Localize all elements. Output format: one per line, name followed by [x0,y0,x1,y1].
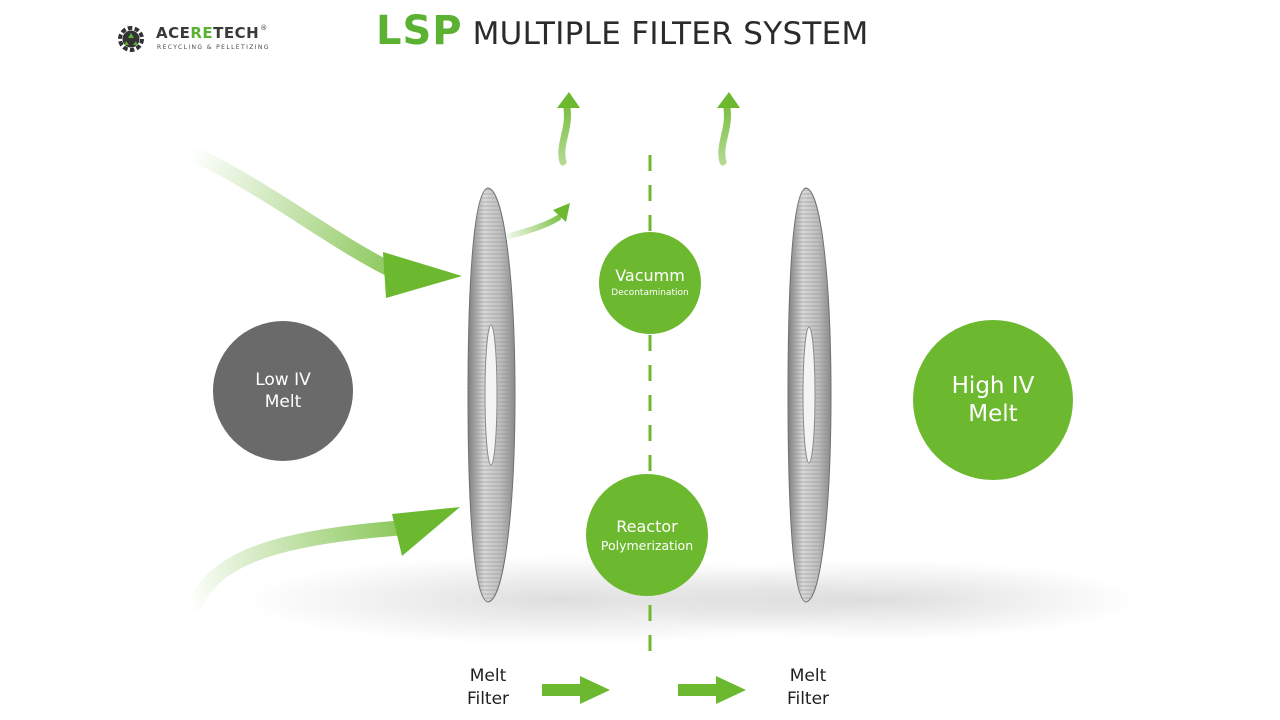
logo-wordmark: ACERETECH® [156,24,268,42]
melt-filter-right-line1: Melt [789,666,827,686]
reactor-line2: Polymerization [600,537,694,553]
melt-filter-label-right: Melt Filter [768,665,848,711]
logo-brand-mid: RE [190,24,214,42]
logo-tagline: RECYCLING & PELLETIZING [157,44,270,51]
title-text: MULTIPLE FILTER SYSTEM [472,16,869,52]
filter-disc-right [787,187,832,603]
high-iv-line1: High IV [951,373,1035,399]
vent-arrow-small [507,203,570,239]
filter-disc-left [467,187,516,603]
low-iv-line1: Low IV [255,370,311,390]
logo-brand-right: TECH [213,24,260,42]
flow-arrow-bottom-right [678,676,746,704]
inflow-arrow-bottom [187,507,460,613]
low-iv-melt-node: Low IV Melt [213,321,353,461]
flow-arrow-bottom-left [542,676,610,704]
company-logo: ACERETECH® RECYCLING & PELLETIZING [116,22,286,56]
exhaust-arrow-right [717,92,740,166]
vacuum-node: Vacumm Decontamination [599,232,701,334]
gear-recycle-icon [118,26,144,52]
melt-filter-label-left: Melt Filter [448,665,528,711]
reactor-node: Reactor Polymerization [586,474,708,596]
vacuum-line2: Decontamination [611,288,689,298]
high-iv-line2: Melt [968,401,1018,427]
melt-filter-right-line2: Filter [786,689,830,709]
floor-shadow-right [620,560,1140,640]
exhaust-arrow-left [557,92,580,166]
low-iv-line2: Melt [264,392,302,412]
inflow-arrow-top [182,144,462,298]
high-iv-melt-node: High IV Melt [913,320,1073,480]
vacuum-line1: Vacumm [615,266,685,285]
logo-brand-left: ACE [156,24,191,42]
reactor-line1: Reactor [616,516,678,536]
logo-registered-mark: ® [260,24,268,32]
title-highlight: LSP [376,8,463,54]
melt-filter-left-line2: Filter [466,689,510,709]
melt-filter-left-line1: Melt [469,666,507,686]
